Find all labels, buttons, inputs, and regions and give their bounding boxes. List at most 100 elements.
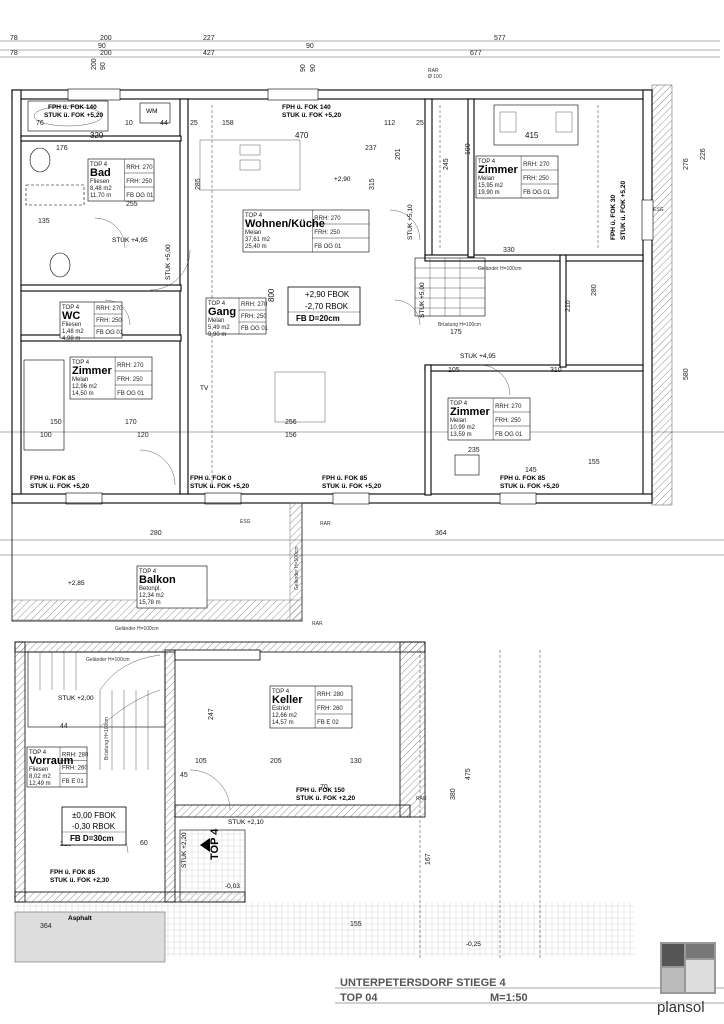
room-rrh-wohnen: RRH: 270 — [314, 216, 341, 222]
eg-stair — [27, 651, 166, 770]
gelaender-og: Geländer H=100cm — [478, 266, 522, 272]
room-floor-keller: Estrich — [272, 706, 290, 712]
eg-notes: FPH ü. FOK 150 STUK ü. FOK +2,20 FPH ü. … — [50, 657, 481, 948]
dim-55-eg: 60 — [140, 840, 148, 847]
window-note-3: FPH ü. FOK 85 — [30, 475, 76, 482]
room-top-wc: TOP 4 — [62, 305, 80, 311]
stuk-note-1: STUK +4,95 — [112, 237, 148, 244]
rar-top-sub: Ø 100 — [428, 74, 442, 80]
dim-90-b: 90 — [306, 43, 314, 50]
window-note-5b: STUK ü. FOK +5,20 — [322, 483, 381, 490]
dim-175: 175 — [450, 329, 462, 336]
esg-bottom: ESG — [240, 519, 251, 525]
wm-label: WM — [146, 108, 158, 115]
room-volume-wc: 4,98 m — [62, 336, 80, 342]
window-note-9b: STUK ü. FOK +2,30 — [50, 877, 109, 884]
room-floor-vorraum: Fliesen — [29, 767, 48, 773]
room-fb-gang: FB OG 01 — [241, 326, 269, 332]
dim-285: 285 — [195, 178, 202, 190]
stuk-note-7: STUK +2,20 — [181, 832, 188, 868]
dim-158: 158 — [222, 120, 234, 127]
dim-415: 415 — [525, 131, 539, 140]
title-line-1: UNTERPETERSDORF STIEGE 4 — [340, 977, 507, 989]
rar-bottom-1: RAR — [320, 521, 331, 527]
room-area-vorraum: 8,02 m2 — [29, 774, 51, 780]
room-volume-bad: 11,70 m — [90, 193, 111, 199]
room-floor-balkon: Betonpl. — [139, 586, 161, 592]
dim-677: 677 — [470, 50, 482, 57]
title-line-2: TOP 04 — [340, 992, 378, 1004]
spot-level-ext: -0,25 — [466, 941, 481, 948]
window-note-8: FPH ü. FOK 150 — [296, 787, 345, 794]
rar-keller: RAR — [416, 796, 427, 802]
window-note-7b: STUK ü. FOK +5,20 — [620, 181, 627, 240]
room-frh-vorraum: FRH: 260 — [62, 766, 88, 772]
room-area-wc: 1,48 m2 — [62, 329, 84, 335]
window-note-4: FPH ü. FOK 0 — [190, 475, 232, 482]
dim-205: 205 — [270, 758, 282, 765]
stuk-note-3: STUK +5,10 — [407, 204, 414, 240]
dim-310: 310 — [550, 367, 562, 374]
room-top-bad: TOP 4 — [90, 162, 108, 168]
dim-470: 470 — [295, 131, 309, 140]
dim-25a: 25 — [190, 120, 198, 127]
room-fb-wc: FB OG 01 — [96, 330, 124, 336]
room-frh-keller: FRH: 260 — [317, 706, 343, 712]
room-name-wc: WC — [62, 310, 80, 322]
window-note-2: FPH ü. FOK 140 — [282, 104, 331, 111]
room-floor-zimmer1: Melan — [478, 176, 494, 182]
dim-90-vert: 90 — [100, 62, 107, 70]
dim-200-top: 200 — [100, 35, 112, 42]
window-note-1: FPH ü. FOK 140 — [48, 104, 97, 111]
dim-256: 256 — [285, 419, 297, 426]
stuk-note-8: STUK +2,00 — [58, 695, 94, 702]
og-stair — [414, 257, 486, 317]
dim-90-a: 90 — [98, 43, 106, 50]
dim-167: 167 — [425, 853, 432, 865]
dim-105: 105 — [448, 367, 460, 374]
room-floor-wohnen: Melan — [245, 230, 261, 236]
eg-fb: FB D=30cm — [70, 834, 114, 843]
room-fb-zimmer2: FB OG 01 — [117, 391, 145, 397]
room-fb-vorraum: FB E 01 — [62, 779, 84, 785]
spot-level-og: +2,90 — [334, 176, 351, 183]
room-top-keller: TOP 4 — [272, 689, 290, 695]
dim-70: 70 — [320, 784, 328, 791]
room-floor-zimmer3: Melan — [450, 418, 466, 424]
dim-45: 45 — [180, 772, 188, 779]
tv-label: TV — [200, 385, 209, 392]
gelaender-eg: Geländer H=100cm — [86, 657, 130, 663]
room-rrh-zimmer2: RRH: 270 — [117, 363, 144, 369]
dim-176: 176 — [56, 145, 68, 152]
dim-280: 280 — [591, 284, 598, 296]
room-volume-gang: 9,90 m — [208, 332, 226, 338]
dim-255: 255 — [126, 201, 138, 208]
brand-name: plansol — [657, 999, 705, 1016]
top-dimension-chains: 78 200 227 577 90 90 78 200 427 677 200 … — [0, 35, 720, 80]
dim-320: 320 — [90, 131, 104, 140]
dim-44: 44 — [160, 120, 168, 127]
room-top-wohnen: TOP 4 — [245, 213, 263, 219]
window-note-8b: STUK ü. FOK +2,20 — [296, 795, 355, 802]
room-fb-bad: FB OG 01 — [126, 193, 154, 199]
dim-364-eg: 364 — [40, 923, 52, 930]
dim-364-og: 364 — [435, 530, 447, 537]
title-block: UNTERPETERSDORF STIEGE 4 TOP 04 M=1:50 p… — [335, 942, 724, 1016]
room-name-wohnen: Wohnen/Küche — [245, 218, 325, 230]
window-note-1b: STUK ü. FOK +5,20 — [44, 112, 103, 119]
room-area-gang: 5,49 m2 — [208, 325, 230, 331]
room-volume-zimmer3: 13,59 m — [450, 432, 472, 438]
room-frh-gang: FRH: 250 — [241, 314, 267, 320]
dim-247: 247 — [208, 708, 215, 720]
stuk-note-6: STUK +2,10 — [228, 819, 264, 826]
dim-170: 170 — [125, 419, 137, 426]
room-frh-zimmer2: FRH: 250 — [117, 377, 143, 383]
room-frh-zimmer3: FRH: 250 — [495, 418, 521, 424]
room-name-zimmer1: Zimmer — [478, 164, 518, 176]
dim-201: 201 — [395, 148, 402, 160]
dim-90-vert-2: 90 — [300, 64, 307, 72]
